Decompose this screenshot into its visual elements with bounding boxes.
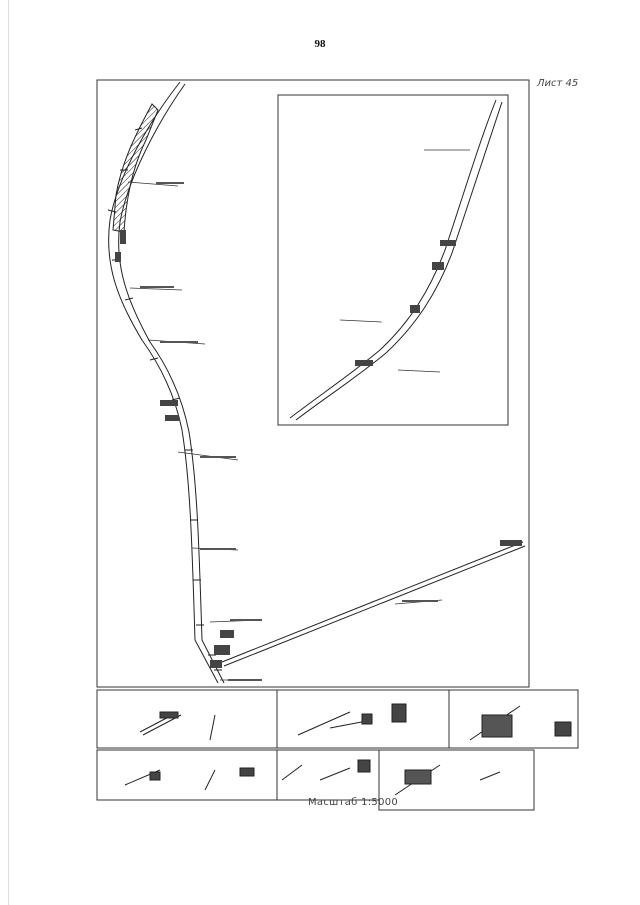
page-margin-line [8, 0, 9, 905]
annotation-bars [140, 182, 438, 681]
branch-route-line [221, 541, 524, 663]
inset-map-frame [277, 94, 509, 426]
annotation-leaders [127, 181, 443, 681]
branch-route-line-parallel [223, 545, 526, 667]
scale-label: Масштаб 1:5000 [308, 797, 399, 808]
inset-point-clusters [355, 240, 456, 366]
detail-sketches [124, 703, 572, 796]
detail-panels-row-1 [96, 689, 579, 749]
sheet-label: Лист 45 [537, 78, 579, 89]
main-map-frame [96, 79, 530, 688]
page-number: 98 [314, 38, 326, 50]
point-clusters [115, 230, 522, 668]
hatched-area [112, 103, 159, 233]
inset-route-line-parallel [295, 101, 503, 421]
inset-route-line [289, 99, 497, 419]
inset-annotation-leaders [339, 149, 470, 373]
detail-panels-row-2 [96, 749, 535, 811]
main-route-line-parallel [118, 83, 225, 684]
